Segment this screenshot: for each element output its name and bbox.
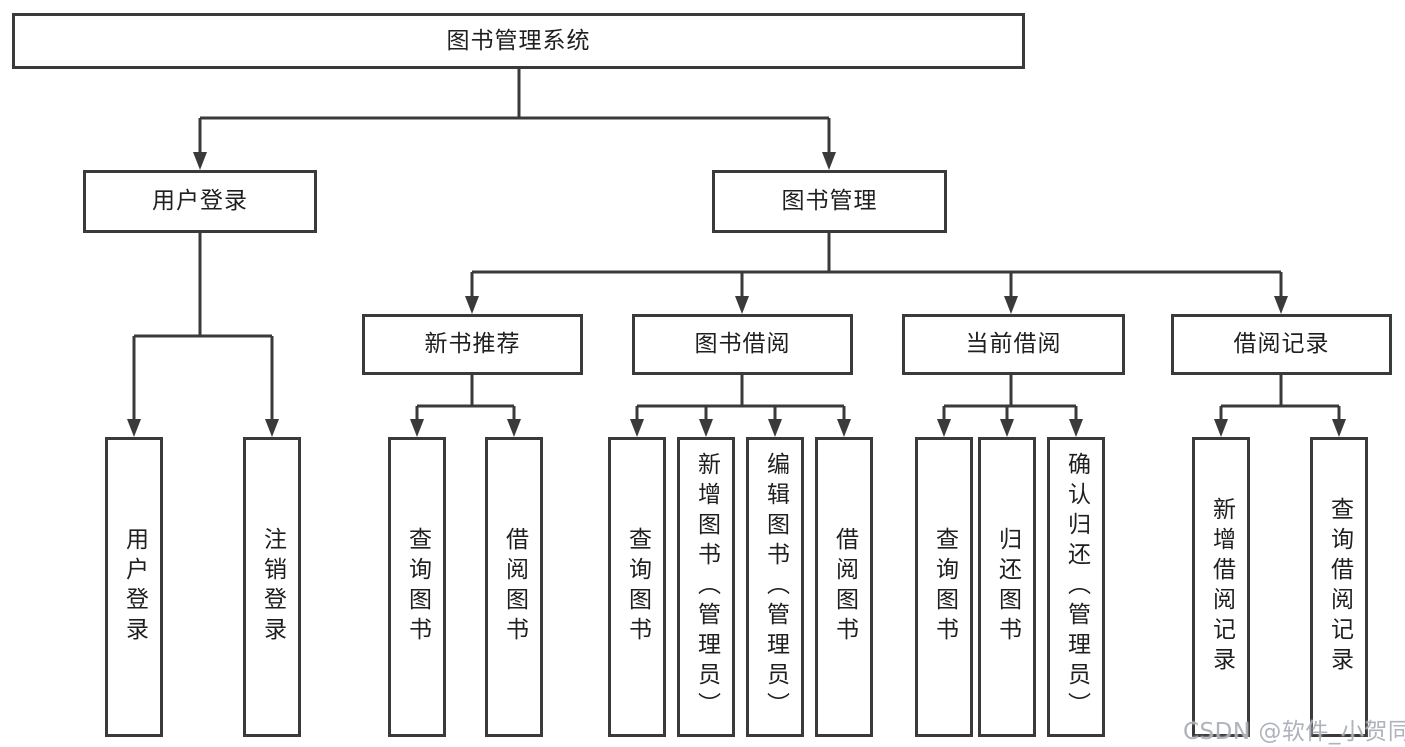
leaf-label: 查询借阅记录	[1326, 497, 1353, 677]
arrowhead	[1214, 419, 1228, 437]
arrowhead	[507, 419, 521, 437]
connector-book-borrow-to-children	[630, 375, 851, 437]
arrowhead	[127, 419, 141, 437]
arrowhead	[1004, 296, 1018, 314]
leaf-logout-login: 注销登录	[243, 437, 301, 737]
connector-new-book-recommend-to-children	[410, 375, 521, 437]
connector-book-management-to-level3	[465, 233, 1288, 314]
leaf-add-borrow-record: 新增借阅记录	[1192, 437, 1250, 737]
arrowhead	[837, 419, 851, 437]
leaf-label: 用户登录	[121, 527, 148, 647]
leaf-label: 新增图书（管理员）	[693, 452, 720, 722]
node-new-book-recommend: 新书推荐	[362, 314, 583, 375]
leaf-confirm-return-admin: 确认归还（管理员）	[1047, 437, 1105, 737]
leaf-label: 查询图书	[404, 527, 431, 647]
leaf-label: 新增借阅记录	[1208, 497, 1235, 677]
node-label: 新书推荐	[424, 331, 521, 357]
leaf-label: 编辑图书（管理员）	[762, 452, 789, 722]
node-label: 图书管理	[781, 188, 878, 214]
arrowhead	[1069, 419, 1083, 437]
node-book-management: 图书管理	[712, 170, 947, 233]
leaf-query-borrow-record: 查询借阅记录	[1310, 437, 1368, 737]
node-current-borrow: 当前借阅	[902, 314, 1125, 375]
arrowhead-book-management	[822, 152, 836, 170]
connector-user-login-to-children	[127, 233, 279, 437]
arrowhead	[630, 419, 644, 437]
leaf-label: 查询图书	[931, 527, 958, 647]
arrowhead	[937, 419, 951, 437]
arrowhead	[265, 419, 279, 437]
node-label: 图书借阅	[694, 331, 791, 357]
node-label: 当前借阅	[965, 331, 1062, 357]
leaf-label: 查询图书	[624, 527, 651, 647]
leaf-borrow-book: 借阅图书	[815, 437, 873, 737]
node-user-login: 用户登录	[83, 170, 317, 233]
leaf-user-login: 用户登录	[105, 437, 163, 737]
node-borrow-records: 借阅记录	[1171, 314, 1392, 375]
arrowhead	[1000, 419, 1014, 437]
connector-root-to-level2	[193, 69, 836, 170]
connector-borrow-records-to-children	[1214, 375, 1346, 437]
arrowhead-user-login	[193, 152, 207, 170]
leaf-label: 确认归还（管理员）	[1063, 452, 1090, 722]
arrowhead	[699, 419, 713, 437]
leaf-borrow-book-recommend: 借阅图书	[485, 437, 543, 737]
arrowhead	[465, 296, 479, 314]
arrowhead	[735, 296, 749, 314]
arrowhead	[1332, 419, 1346, 437]
leaf-query-book-borrow: 查询图书	[608, 437, 666, 737]
leaf-query-book-recommend: 查询图书	[388, 437, 446, 737]
arrowhead	[410, 419, 424, 437]
node-label: 用户登录	[152, 188, 248, 214]
leaf-query-book-current: 查询图书	[915, 437, 973, 737]
leaf-label: 注销登录	[259, 527, 286, 647]
leaf-return-book: 归还图书	[978, 437, 1036, 737]
node-book-borrow: 图书借阅	[632, 314, 853, 375]
connector-current-borrow-to-children	[937, 375, 1083, 437]
leaf-edit-book-admin: 编辑图书（管理员）	[746, 437, 804, 737]
node-book-management-system: 图书管理系统	[12, 13, 1025, 69]
leaf-label: 借阅图书	[831, 527, 858, 647]
node-label: 图书管理系统	[446, 27, 591, 54]
csdn-watermark: CSDN @软件_小贺同学	[1183, 719, 1405, 745]
arrowhead	[1274, 296, 1288, 314]
leaf-label: 借阅图书	[501, 527, 528, 647]
arrowhead	[768, 419, 782, 437]
leaf-label: 归还图书	[994, 527, 1021, 647]
leaf-add-book-admin: 新增图书（管理员）	[677, 437, 735, 737]
node-label: 借阅记录	[1233, 331, 1330, 357]
